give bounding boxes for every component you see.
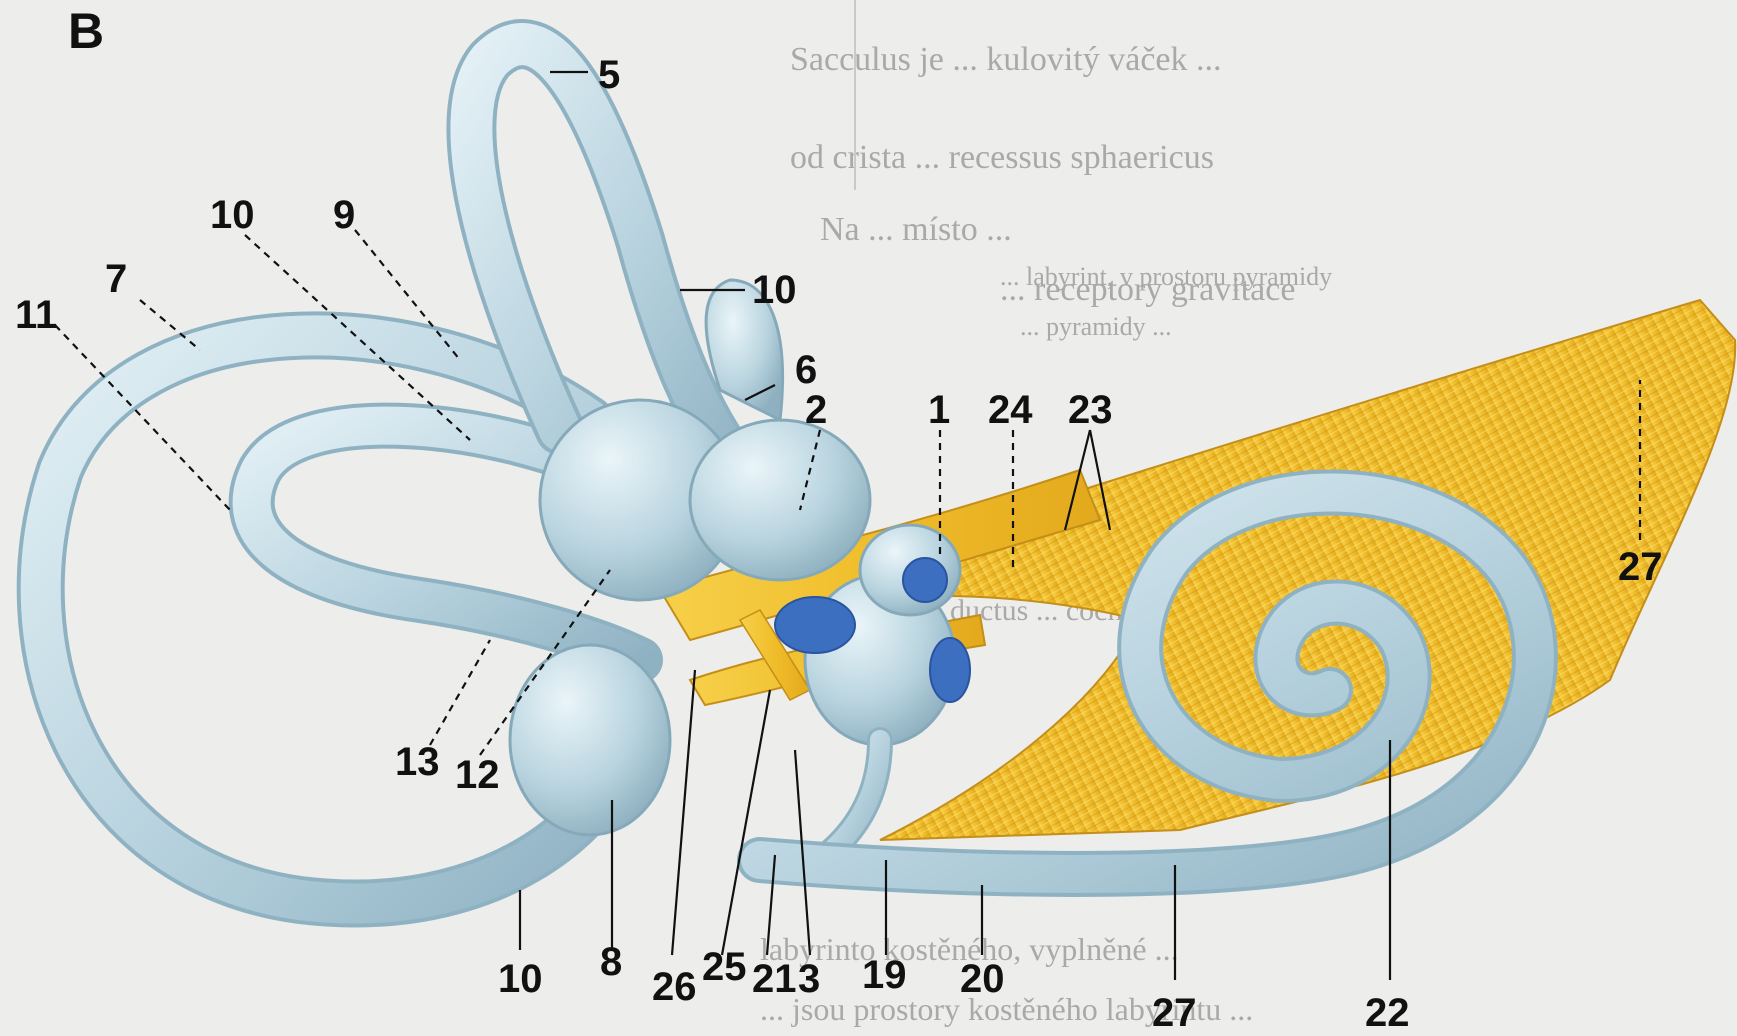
ampulla xyxy=(510,645,670,835)
label-11: 11 xyxy=(15,293,57,337)
panel-letter: B xyxy=(68,3,104,59)
label-1: 1 xyxy=(928,388,950,432)
background-line: ... pyramidy ... xyxy=(1020,312,1172,341)
label-7: 7 xyxy=(105,257,127,301)
label-20: 20 xyxy=(960,957,1005,1001)
label-27-top: 27 xyxy=(1618,545,1663,589)
label-2: 2 xyxy=(805,388,827,432)
background-line: Na ... místo ... xyxy=(820,211,1012,248)
label-10-bottom: 10 xyxy=(498,957,543,1001)
label-22: 22 xyxy=(1365,991,1410,1035)
label-13: 13 xyxy=(395,740,440,784)
label-6: 6 xyxy=(795,348,817,392)
label-5: 5 xyxy=(598,53,620,97)
label-9: 9 xyxy=(333,193,355,237)
label-23: 23 xyxy=(1068,388,1113,432)
label-19: 19 xyxy=(862,953,907,997)
macula-utriculi xyxy=(775,597,855,653)
label-21: 21 xyxy=(752,957,797,1001)
label-12: 12 xyxy=(455,753,500,797)
background-line: od crista ... recessus sphaericus xyxy=(790,139,1214,176)
background-line: ... labyrint, v prostoru pyramidy xyxy=(1000,262,1332,291)
label-3: 3 xyxy=(798,957,820,1001)
label-24: 24 xyxy=(988,388,1033,432)
label-10-top: 10 xyxy=(210,193,255,237)
label-8: 8 xyxy=(600,940,622,984)
label-27-bottom: 27 xyxy=(1152,991,1197,1035)
label-10-right: 10 xyxy=(752,268,797,312)
label-25: 25 xyxy=(702,945,747,989)
vestibule xyxy=(510,280,970,860)
macula-sacculi xyxy=(903,558,947,602)
label-26: 26 xyxy=(652,965,697,1009)
